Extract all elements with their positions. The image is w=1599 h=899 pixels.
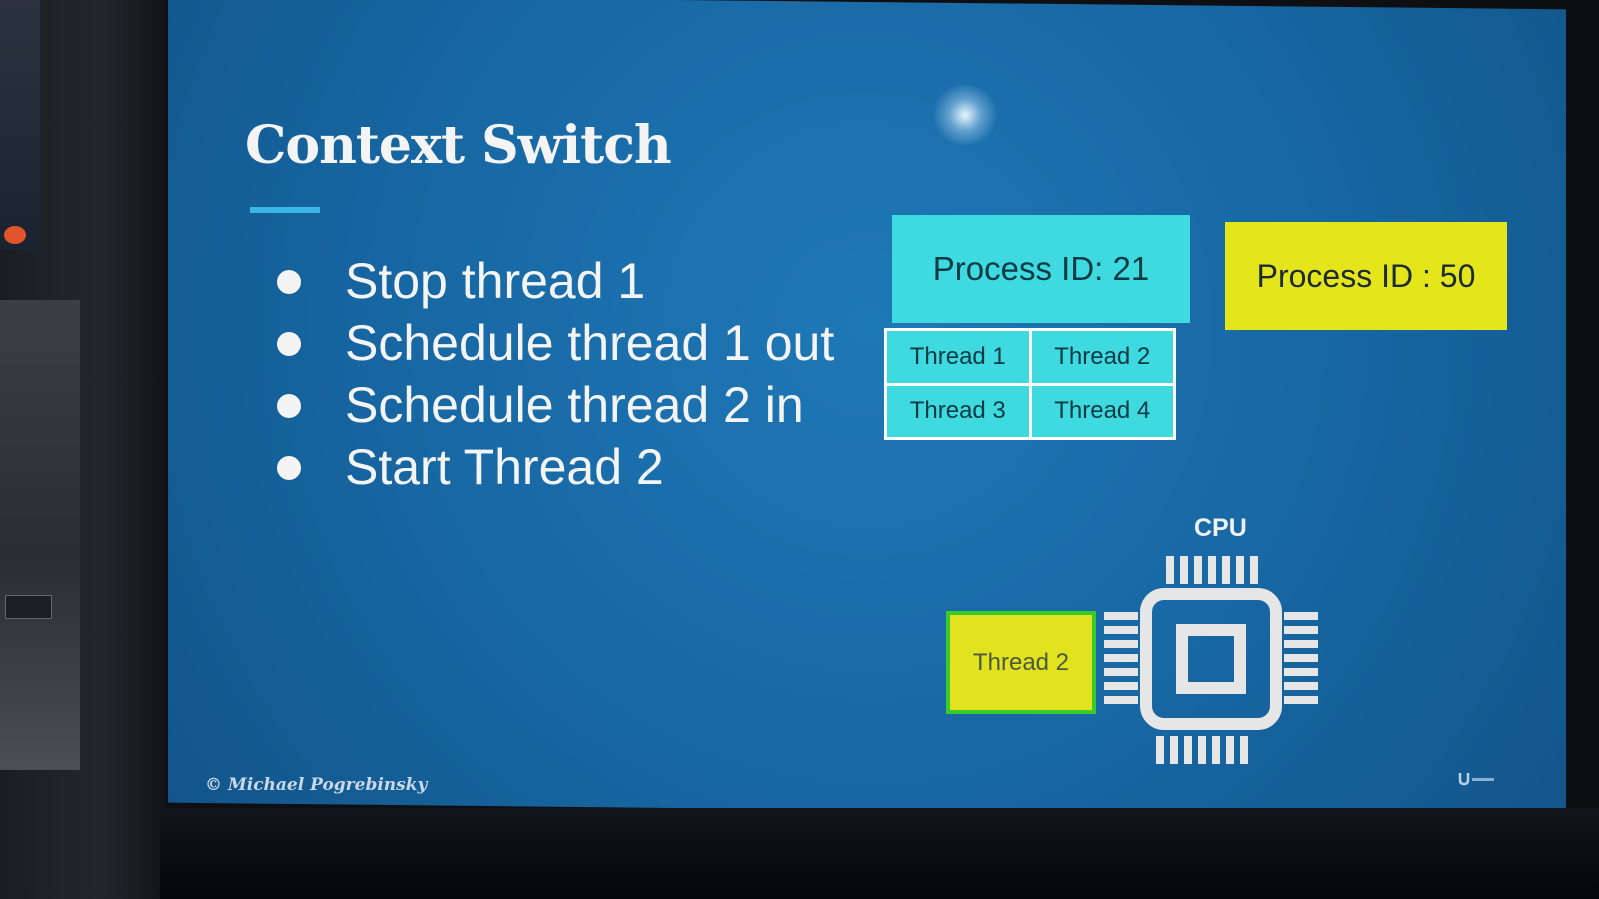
bullet-dot-icon xyxy=(277,456,301,480)
bullet-item: Schedule thread 2 in xyxy=(275,374,834,436)
thread-cell: Thread 4 xyxy=(1031,385,1173,437)
copyright-text: © Michael Pogrebinsky xyxy=(205,775,428,795)
bullet-item: Stop thread 1 xyxy=(275,250,834,312)
bullet-item: Start Thread 2 xyxy=(275,436,834,498)
monitor-bezel-left xyxy=(0,0,165,899)
bullet-dot-icon xyxy=(277,270,301,294)
process-21-thread-grid: Thread 1 Thread 2 Thread 3 Thread 4 xyxy=(884,328,1176,440)
thread-cell: Thread 1 xyxy=(887,331,1029,383)
thread-cell: Thread 2 xyxy=(1031,331,1173,383)
slide-title: Context Switch xyxy=(245,115,672,176)
process-21-box: Process ID: 21 xyxy=(892,215,1190,323)
bullet-item: Schedule thread 1 out xyxy=(275,312,834,374)
background-port xyxy=(5,595,52,619)
running-thread-box: Thread 2 xyxy=(946,611,1096,714)
thread-cell: Thread 3 xyxy=(887,385,1029,437)
background-light xyxy=(4,226,26,244)
bullet-dot-icon xyxy=(277,332,301,356)
bullet-list: Stop thread 1 Schedule thread 1 out Sche… xyxy=(275,250,834,498)
cpu-label: CPU xyxy=(1194,514,1247,542)
screen-glare xyxy=(930,85,1000,145)
title-underline xyxy=(250,207,320,213)
monitor-bezel-bottom xyxy=(160,808,1599,899)
udemy-logo-icon xyxy=(1458,770,1498,789)
background-device xyxy=(0,300,80,770)
process-50-box: Process ID : 50 xyxy=(1225,222,1507,330)
cpu-chip-icon xyxy=(1104,556,1318,764)
bullet-dot-icon xyxy=(277,394,301,418)
background-monitor xyxy=(0,0,40,250)
